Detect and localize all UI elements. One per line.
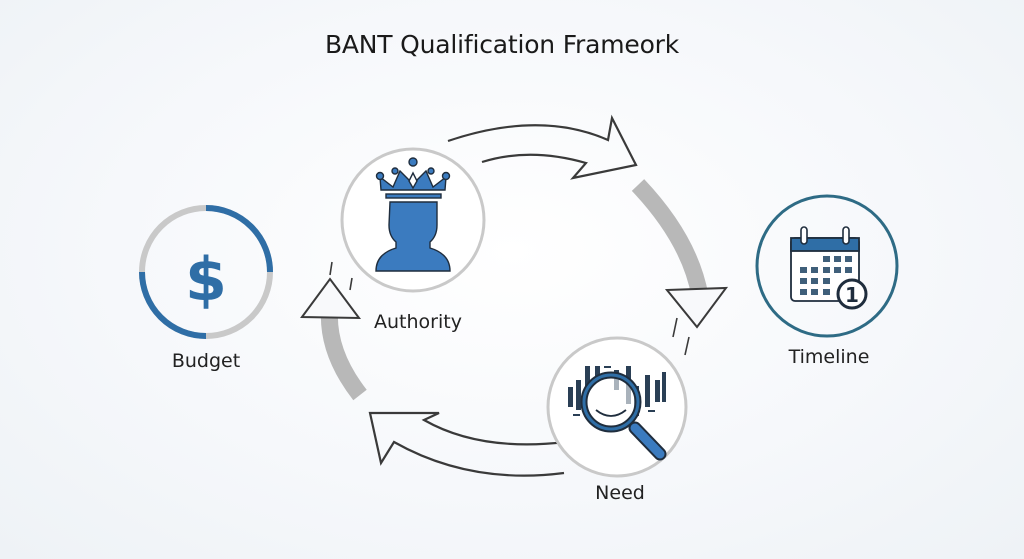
crown-person-icon (375, 157, 451, 272)
budget-label: Budget (171, 350, 241, 372)
top-cycle-arrow (447, 114, 638, 180)
need-node[interactable] (546, 336, 688, 478)
calendar-badge: 1 (845, 283, 859, 307)
dollar-icon: $ (185, 245, 227, 315)
right-cycle-arrow (631, 179, 729, 356)
magnifier-chart-icon (568, 366, 667, 461)
timeline-label: Timeline (788, 346, 870, 368)
authority-node[interactable] (340, 147, 486, 293)
bottom-cycle-arrow (368, 411, 567, 477)
calendar-icon (790, 226, 868, 310)
timeline-node[interactable]: 1 (755, 194, 899, 338)
budget-node[interactable]: $ (139, 205, 273, 339)
need-label: Need (595, 482, 645, 504)
left-cycle-arrow (300, 261, 367, 401)
diagram-title: BANT Qualification Frameork (324, 30, 680, 59)
authority-label: Authority (374, 311, 462, 333)
